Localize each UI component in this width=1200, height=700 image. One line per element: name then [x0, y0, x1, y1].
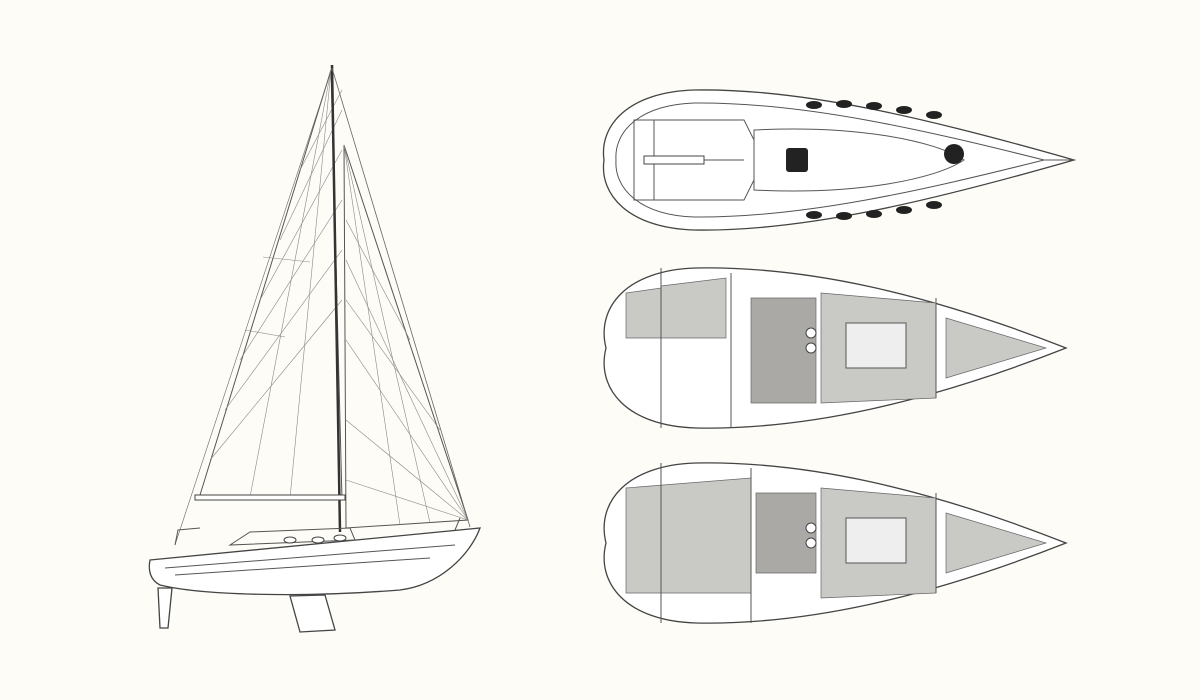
- mainsail: [199, 69, 343, 501]
- sail-plan-profile: [148, 64, 481, 633]
- boom: [194, 494, 346, 501]
- mast: [330, 64, 342, 533]
- interior-layout-2: [603, 462, 1067, 624]
- rudder: [157, 587, 173, 629]
- keel: [289, 594, 336, 633]
- jib: [343, 144, 469, 529]
- hull-profile: [148, 517, 481, 596]
- backstay: [174, 67, 333, 546]
- interior-layout-1: [603, 267, 1067, 429]
- deck-plan: [602, 89, 1077, 231]
- deck-hatches: [806, 100, 942, 220]
- forestay: [331, 67, 471, 528]
